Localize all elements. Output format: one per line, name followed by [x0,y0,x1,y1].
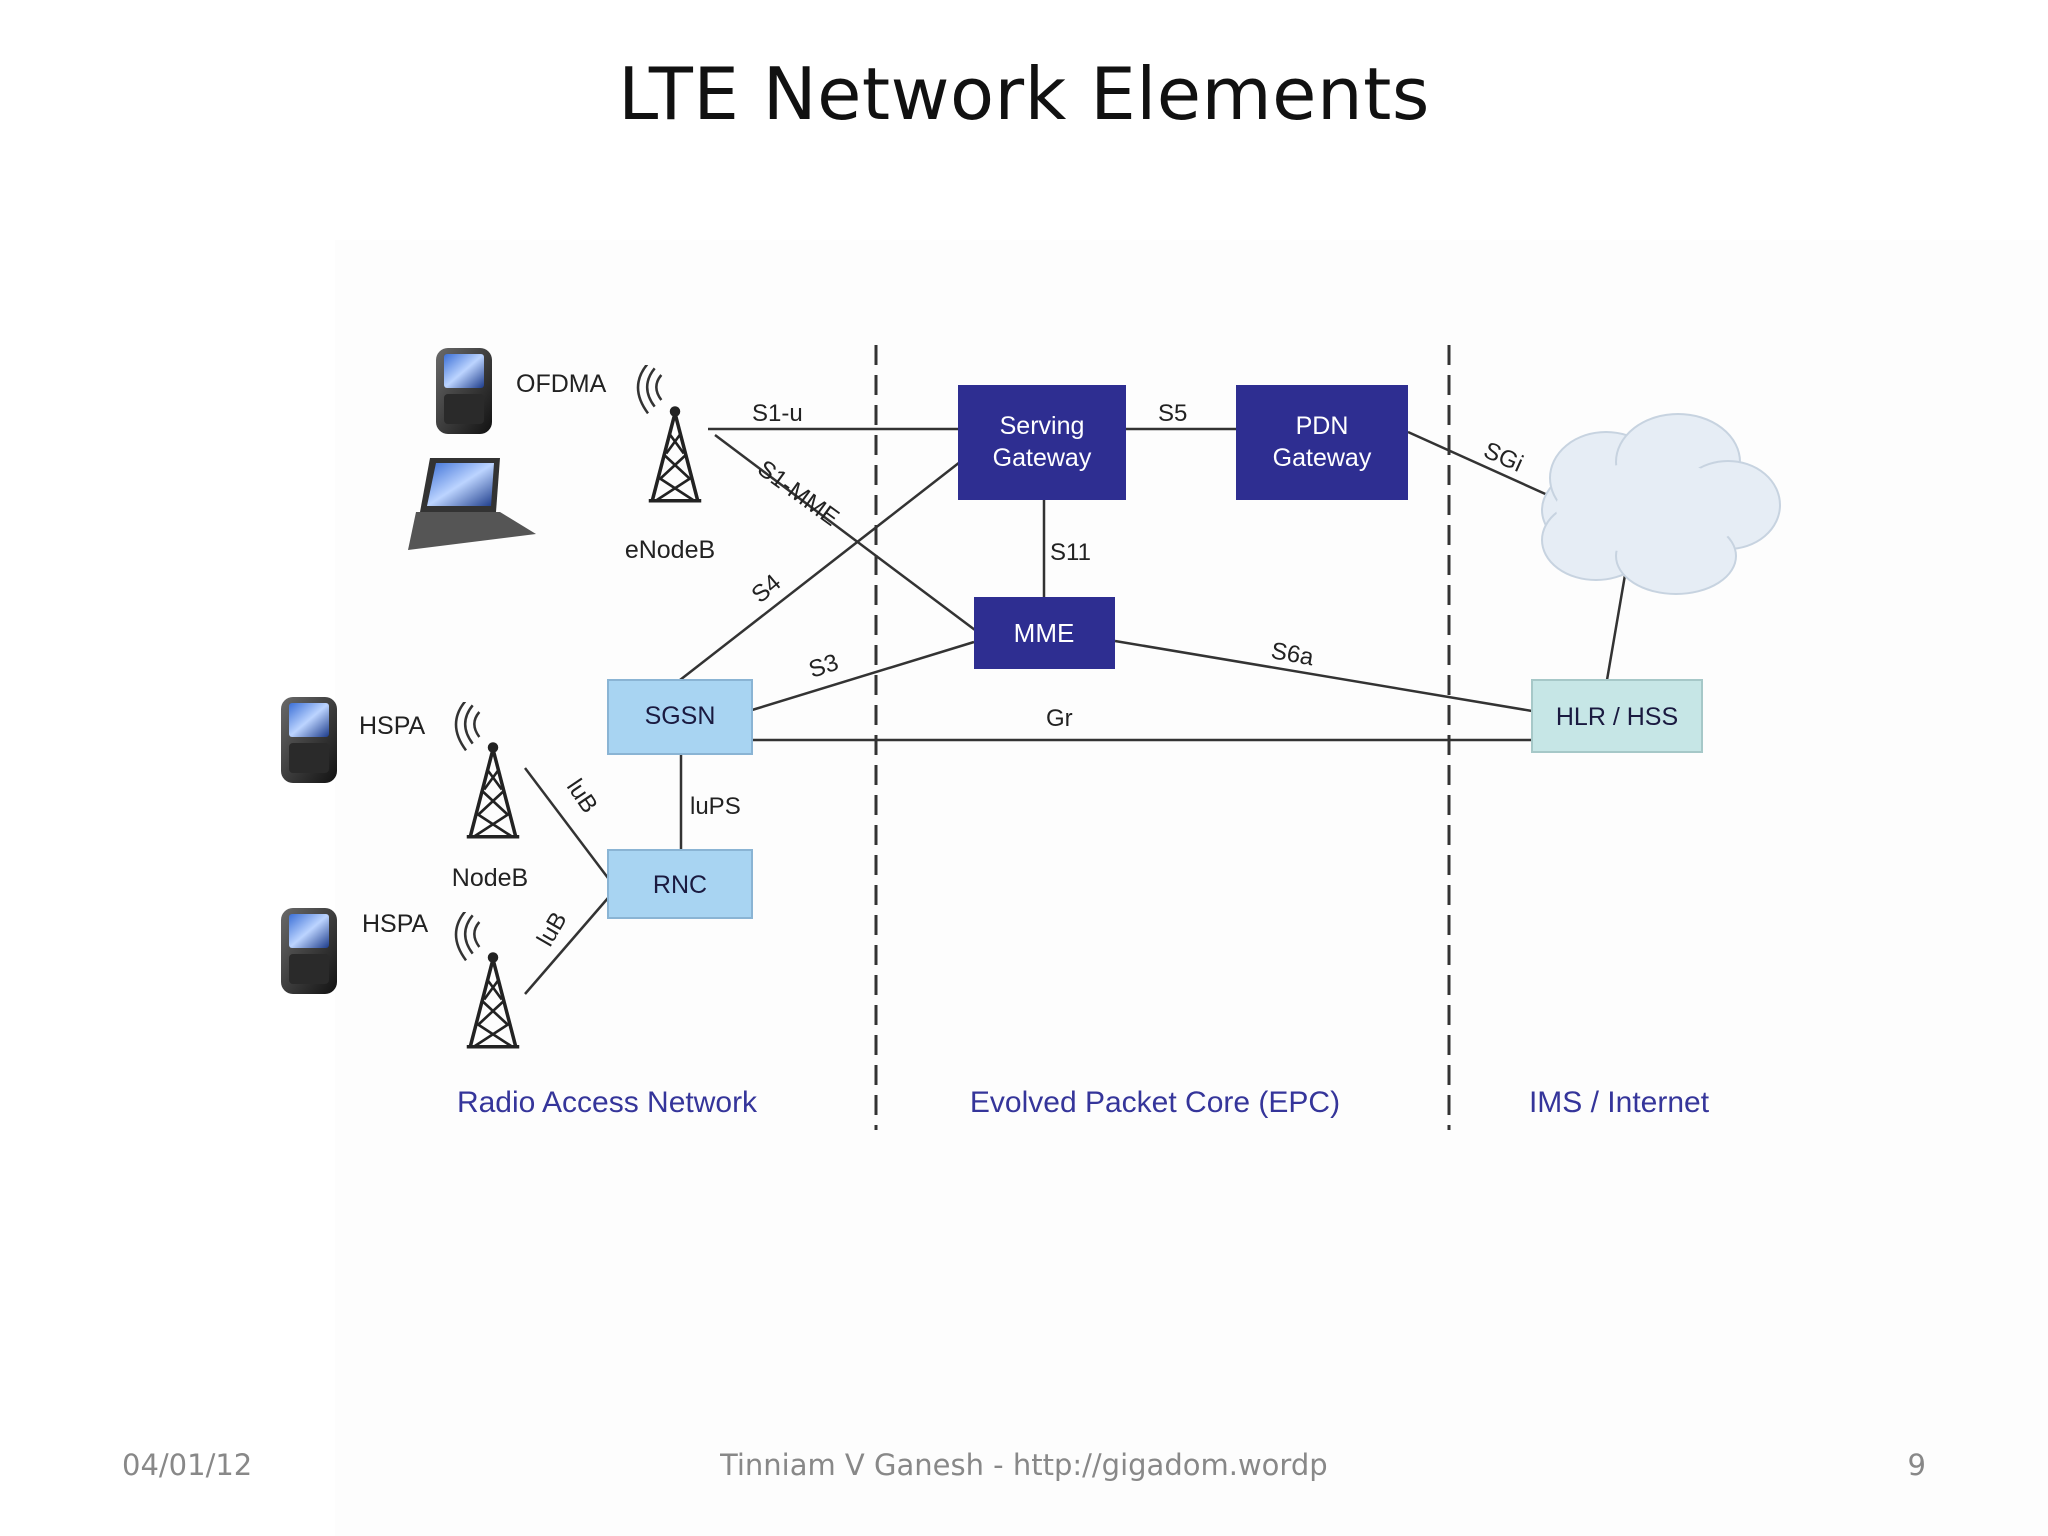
pdn-gateway-box [1236,385,1408,500]
sgsn-box [607,679,753,755]
mobile-phone-icon [281,908,337,994]
region-label-epc: Evolved Packet Core (EPC) [970,1086,1340,1119]
signal-waves-icon [454,702,481,752]
laptop-icon [408,458,536,550]
interface-label-iups: luPS [690,793,741,820]
mme-box [974,597,1115,669]
mobile-phone-icon [281,697,337,783]
hspa-label-bottom: HSPA [362,910,429,938]
interface-label-sgi: SGi [1480,437,1528,478]
s1mme-link [714,434,976,631]
interface-label-s3: S3 [806,649,842,684]
nodeb-label: NodeB [452,864,528,892]
s3-link [751,640,975,712]
interface-label-s5: S5 [1158,400,1187,427]
s4-link [679,461,961,681]
rnc-box [607,849,753,919]
enodeb-tower-icon [646,404,704,503]
sgsn-label: SGSN [645,702,716,730]
interface-label-s1u: S1-u [752,400,803,427]
mobile-phone-icon [436,348,492,434]
nodeb-tower-icon [464,740,522,839]
footer-page-number: 9 [1907,1448,1926,1482]
slide-title: LTE Network Elements [618,52,1430,136]
internet-cloud-icon [1541,413,1781,595]
interface-label-gr: Gr [1046,705,1073,732]
hlr-hss-label: HLR / HSS [1556,703,1678,731]
signal-waves-icon [454,912,481,962]
rnc-label: RNC [653,871,707,899]
interface-label-s11: S11 [1050,539,1091,566]
pdn-gateway-label: PDN [1296,412,1349,440]
enodeb-label: eNodeB [625,536,715,564]
nodeb-tower-icon [464,950,522,1049]
s6a-link [1114,639,1533,713]
footer-date: 04/01/12 [122,1448,253,1482]
interface-label-iub-top: luB [561,774,603,818]
hlr-hss-box [1531,679,1703,753]
hspa-label-top: HSPA [359,712,426,740]
serving-gateway-label: Gateway [993,444,1092,472]
region-label-ims: IMS / Internet [1529,1086,1710,1119]
pdn-gateway-label: Gateway [1273,444,1372,472]
signal-waves-icon [636,365,663,415]
serving-gateway-box [958,385,1126,500]
iub-bottom-link [524,897,609,995]
mme-label: MME [1014,618,1075,648]
iub-top-link [524,767,609,879]
region-label-ran: Radio Access Network [457,1086,758,1119]
interface-label-s6a: S6a [1269,637,1316,671]
interface-label-s1mme: S1-MME [752,455,843,532]
serving-gateway-label: Serving [1000,412,1085,440]
ofdma-label: OFDMA [516,370,607,398]
footer-author: Tinniam V Ganesh - http://gigadom.wordpr… [720,1448,1330,1482]
